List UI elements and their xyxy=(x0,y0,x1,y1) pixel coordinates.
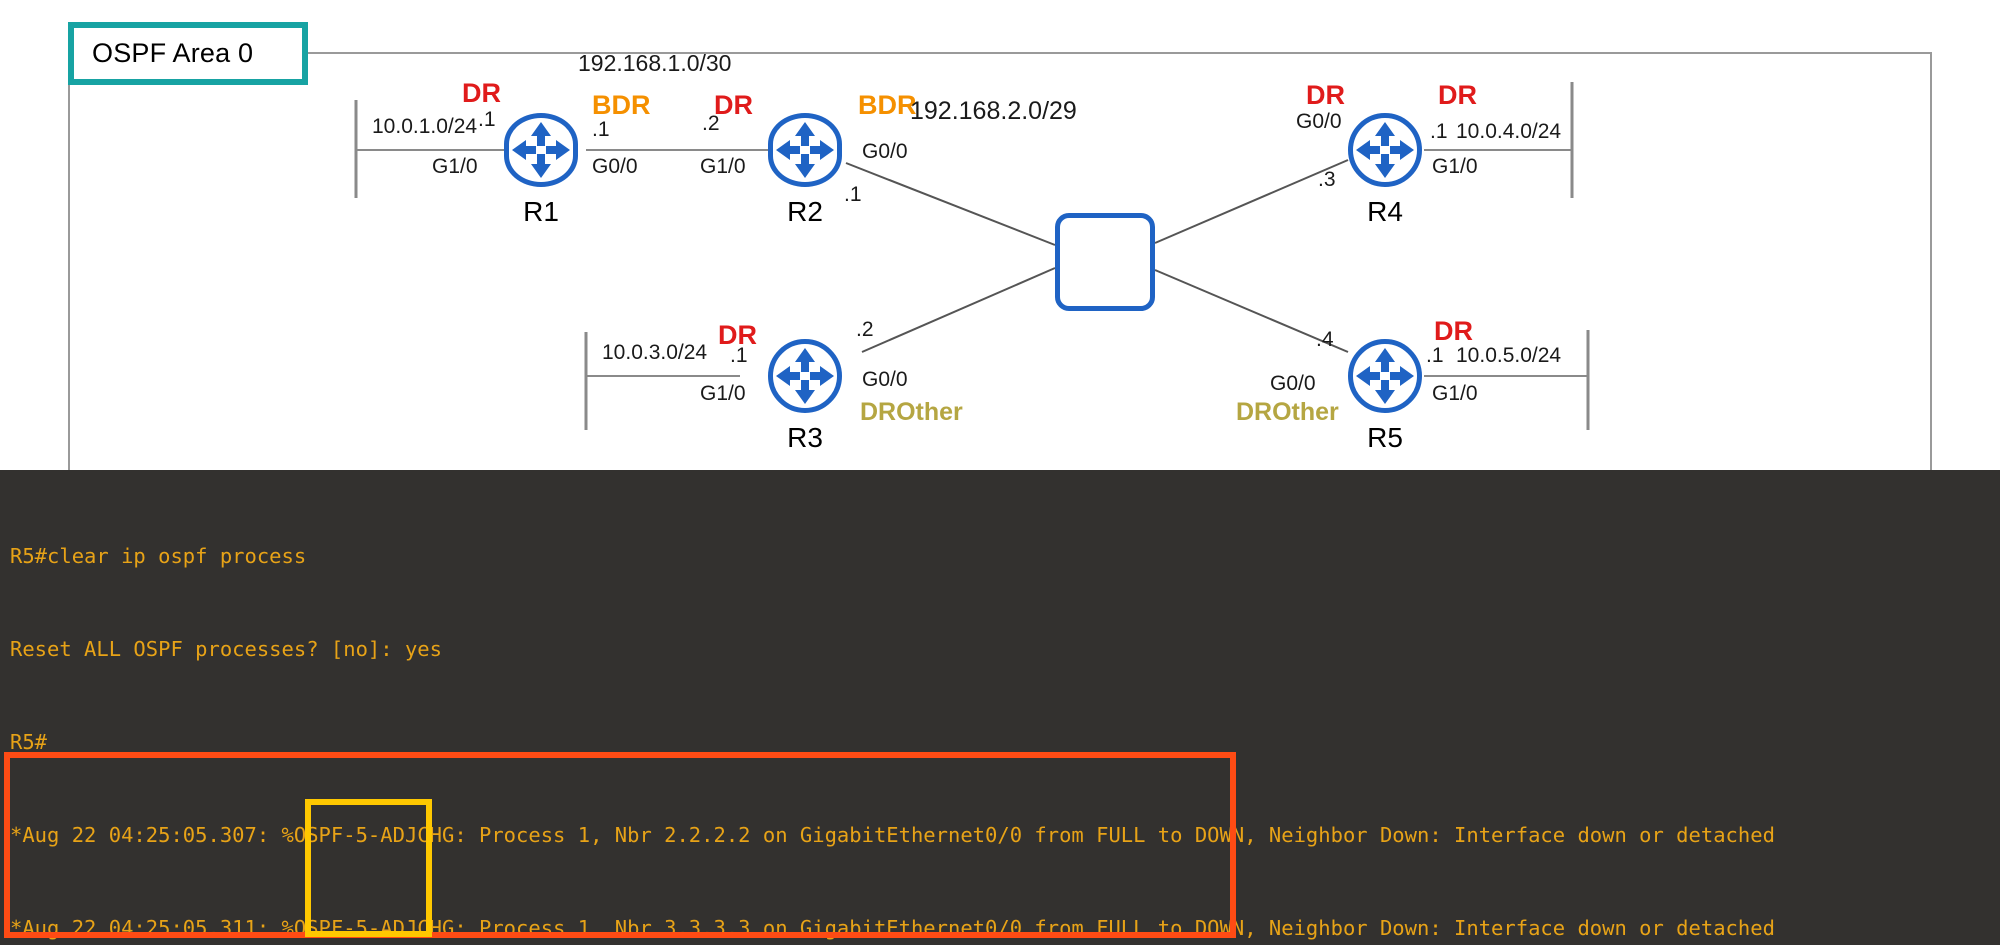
r4-stub-network: 10.0.4.0/24 xyxy=(1456,120,1562,143)
terminal-line: R5# xyxy=(10,730,48,754)
router-icon-r1[interactable] xyxy=(504,113,578,187)
r1-right-host: .1 xyxy=(592,118,610,141)
r3-left-iface: G1/0 xyxy=(700,382,746,405)
r3-right-host: .2 xyxy=(856,318,874,341)
r1-left-role: DR xyxy=(462,78,501,108)
r2-right-role: BDR xyxy=(858,90,917,120)
r4-right-role: DR xyxy=(1438,80,1477,110)
r5-left-iface: G0/0 xyxy=(1270,372,1316,395)
switch-body xyxy=(1055,213,1155,311)
segment-network-label: 192.168.2.0/29 xyxy=(910,97,1077,125)
r5-right-iface: G1/0 xyxy=(1432,382,1478,405)
r4-left-role: DR xyxy=(1306,80,1345,110)
r2-left-role: DR xyxy=(714,90,753,120)
router-label-r2: R2 xyxy=(787,196,823,227)
r2-left-host: .2 xyxy=(702,112,720,135)
r5-left-role: DROther xyxy=(1236,398,1339,426)
r2-right-host: .1 xyxy=(844,183,862,206)
router-icon-r4[interactable] xyxy=(1348,113,1422,187)
r5-stub-network: 10.0.5.0/24 xyxy=(1456,344,1562,367)
r2-right-iface: G0/0 xyxy=(862,140,908,163)
r1-r2-network: 192.168.1.0/30 xyxy=(578,50,732,76)
r5-right-role: DR xyxy=(1434,316,1473,346)
terminal-line: *Aug 22 04:25:05.311: %OSPF-5-ADJCHG: Pr… xyxy=(10,916,1775,940)
router-arrows-icon xyxy=(776,348,834,404)
router-label-r5: R5 xyxy=(1367,422,1403,453)
link-lines xyxy=(354,82,1590,430)
r3-left-host: .1 xyxy=(730,344,748,367)
router-icon-r5[interactable] xyxy=(1348,339,1422,413)
r3-left-role: DR xyxy=(718,320,757,350)
ospf-area-label: OSPF Area 0 xyxy=(92,38,254,68)
router-label-r1: R1 xyxy=(523,196,559,227)
ospf-area-badge: OSPF Area 0 xyxy=(68,22,308,85)
switch-icon[interactable] xyxy=(1055,213,1155,311)
router-icon-r2[interactable] xyxy=(768,113,842,187)
r4-left-host: .3 xyxy=(1318,168,1336,191)
r1-right-role: BDR xyxy=(592,90,651,120)
router-label-r3: R3 xyxy=(787,422,823,453)
terminal-line: R5#clear ip ospf process xyxy=(10,544,307,568)
router-icon-r3[interactable] xyxy=(768,339,842,413)
r1-left-host: .1 xyxy=(478,108,496,131)
router-arrows-icon xyxy=(512,122,570,178)
network-diagram: OSPF Area 0 xyxy=(0,0,2000,470)
r3-right-iface: G0/0 xyxy=(862,368,908,391)
r1-stub-network: 10.0.1.0/24 xyxy=(372,115,478,138)
r5-right-host: .1 xyxy=(1426,344,1444,367)
r5-left-host: .4 xyxy=(1316,328,1334,351)
router-label-r4: R4 xyxy=(1367,196,1403,227)
r3-stub-network: 10.0.3.0/24 xyxy=(602,341,708,364)
terminal-line: *Aug 22 04:25:05.307: %OSPF-5-ADJCHG: Pr… xyxy=(10,823,1775,847)
r2-left-iface: G1/0 xyxy=(700,155,746,178)
r1-right-iface: G0/0 xyxy=(592,155,638,178)
router-arrows-icon xyxy=(1356,122,1414,178)
r4-right-host: .1 xyxy=(1430,120,1448,143)
router-arrows-icon xyxy=(1356,348,1414,404)
terminal-output[interactable]: R5#clear ip ospf process Reset ALL OSPF … xyxy=(0,470,2000,945)
ospf-area-frame xyxy=(68,52,1932,470)
terminal-line: Reset ALL OSPF processes? [no]: yes xyxy=(10,637,442,661)
r1-left-iface: G1/0 xyxy=(432,155,478,178)
r3-right-role: DROther xyxy=(860,398,963,426)
r4-left-iface: G0/0 xyxy=(1296,110,1342,133)
r4-right-iface: G1/0 xyxy=(1432,155,1478,178)
router-arrows-icon xyxy=(776,122,834,178)
